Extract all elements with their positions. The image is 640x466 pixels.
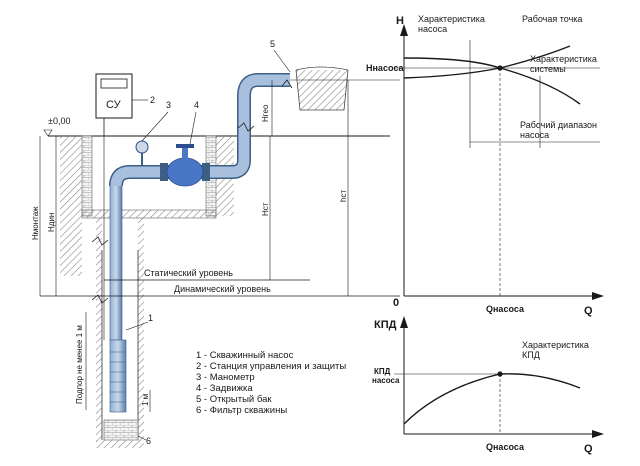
static-level-label: Статический уровень (144, 268, 233, 278)
legend-item: 5 - Открытый бак (196, 394, 272, 405)
dynamic-level-label: Динамический уровень (174, 284, 271, 294)
pit-floor (81, 209, 217, 219)
y-axis-h: H (396, 15, 404, 27)
outlet-pipe (231, 74, 290, 178)
control-unit-label: СУ (106, 99, 122, 111)
legend-item: 2 - Станция управления и защиты (196, 361, 347, 372)
manometer (135, 140, 149, 166)
h-pump-label: Hнасоса (366, 63, 404, 73)
callout-5: 5 (270, 39, 275, 49)
callout-1: 1 (148, 313, 153, 323)
legend-item: 1 - Скважинный насос (196, 350, 294, 361)
q-pump-label-top: Qнасоса (486, 304, 525, 314)
legend-item: 4 - Задвижка (196, 383, 253, 394)
h-st-lower-label: hст (339, 190, 348, 202)
q-pump-label-bottom: Qнасоса (486, 442, 525, 452)
pit-pipe (110, 166, 232, 187)
efficiency-curve (403, 373, 581, 425)
pump-body (109, 339, 127, 413)
control-unit-display (100, 78, 128, 89)
break-mark-upper (91, 236, 109, 246)
work-point-label: Рабочая точка (522, 14, 582, 24)
y-axis-kpd: КПД (374, 319, 397, 331)
h-din-label: Ндин (47, 213, 56, 232)
riser-pipe (109, 179, 123, 341)
callout-2: 2 (150, 95, 155, 105)
well-filter (103, 419, 139, 441)
gate-valve (160, 144, 210, 187)
break-mark-lower (91, 294, 109, 304)
zero-level-label: ±0,00 (48, 116, 70, 126)
legend-item: 3 - Манометр (196, 372, 255, 383)
well-bottom (96, 440, 144, 448)
x-axis-q-lower: Q (584, 443, 593, 455)
head-min-label: Подпор не менее 1 м (75, 325, 84, 404)
ground-hatch-left (60, 136, 82, 276)
h-install-label: Нмонтаж (31, 206, 40, 240)
well-installation: СУ 2 3 4 5 1 6 ±0,00 Нмонтаж Ндин Нст Нг… (31, 39, 400, 448)
one-m-label: 1 м (141, 394, 150, 406)
x-axis-q: Q (584, 305, 593, 317)
callout-3: 3 (166, 100, 171, 110)
open-tank (295, 69, 349, 111)
origin-label: 0 (393, 297, 399, 309)
h-st-label: Нст (261, 202, 270, 216)
callout-6: 6 (146, 436, 151, 446)
legend-item: 6 - Фильтр скважины (196, 405, 288, 416)
callout-4: 4 (194, 100, 199, 110)
casing-wall-right (138, 218, 144, 442)
h-geo-label: Нгео (261, 104, 270, 122)
casing-wall-left (96, 218, 102, 442)
pit-wall-left (81, 135, 93, 217)
